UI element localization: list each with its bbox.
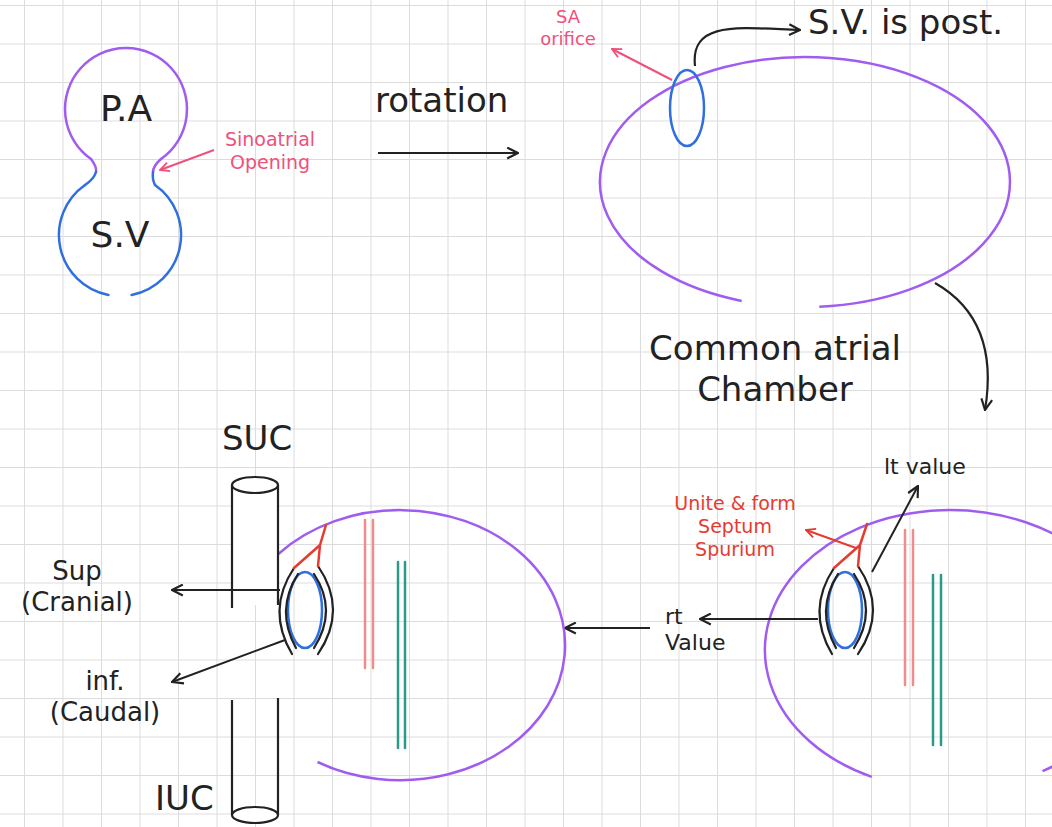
vessel-name: IUC [155, 778, 214, 819]
vena-cava-inferior [232, 698, 278, 823]
atrium-outline [765, 510, 1052, 777]
chamber-circle: S.V [56, 171, 184, 299]
step-label: rotation [375, 80, 508, 121]
leader-arrow [806, 530, 856, 548]
septum-lines [365, 520, 405, 748]
venous-valves [819, 566, 873, 654]
sinoatrial-waist [85, 159, 161, 185]
septum-spurium [294, 525, 326, 568]
pink-note: Sinoatrial Opening [208, 128, 332, 174]
atrium-outline [245, 510, 565, 780]
leader-arrow [872, 486, 918, 572]
part-name: Sup (Cranial) [12, 556, 142, 618]
process-arrow [565, 627, 650, 629]
part-name: lt value [884, 454, 966, 480]
vena-cava-superior [232, 477, 278, 608]
chamber-circle: P.A [62, 45, 190, 173]
sa-orifice [670, 70, 704, 146]
leader-arrow [700, 618, 818, 620]
chamber-name: S.V [91, 215, 150, 255]
leader-arrow [612, 49, 672, 80]
venous-valves [279, 566, 333, 654]
process-arrow [935, 283, 988, 410]
part-name: inf. (Caudal) [40, 666, 170, 728]
atrium-outline [600, 57, 1010, 307]
step-label: Common atrial Chamber [625, 328, 925, 410]
note-text: S.V. is post. [808, 2, 1003, 43]
part-name: rt Value [665, 604, 740, 657]
leader-arrow [172, 589, 280, 591]
vessel-name: SUC [222, 418, 292, 459]
septum-lines [905, 530, 941, 745]
leader-arrow [695, 28, 800, 66]
chamber-name: P.A [100, 89, 152, 129]
pink-note: SA orifice [528, 6, 608, 49]
process-arrow [378, 152, 518, 154]
red-note: Unite & form Septum Spurium [660, 492, 810, 560]
leader-arrow [172, 640, 285, 682]
